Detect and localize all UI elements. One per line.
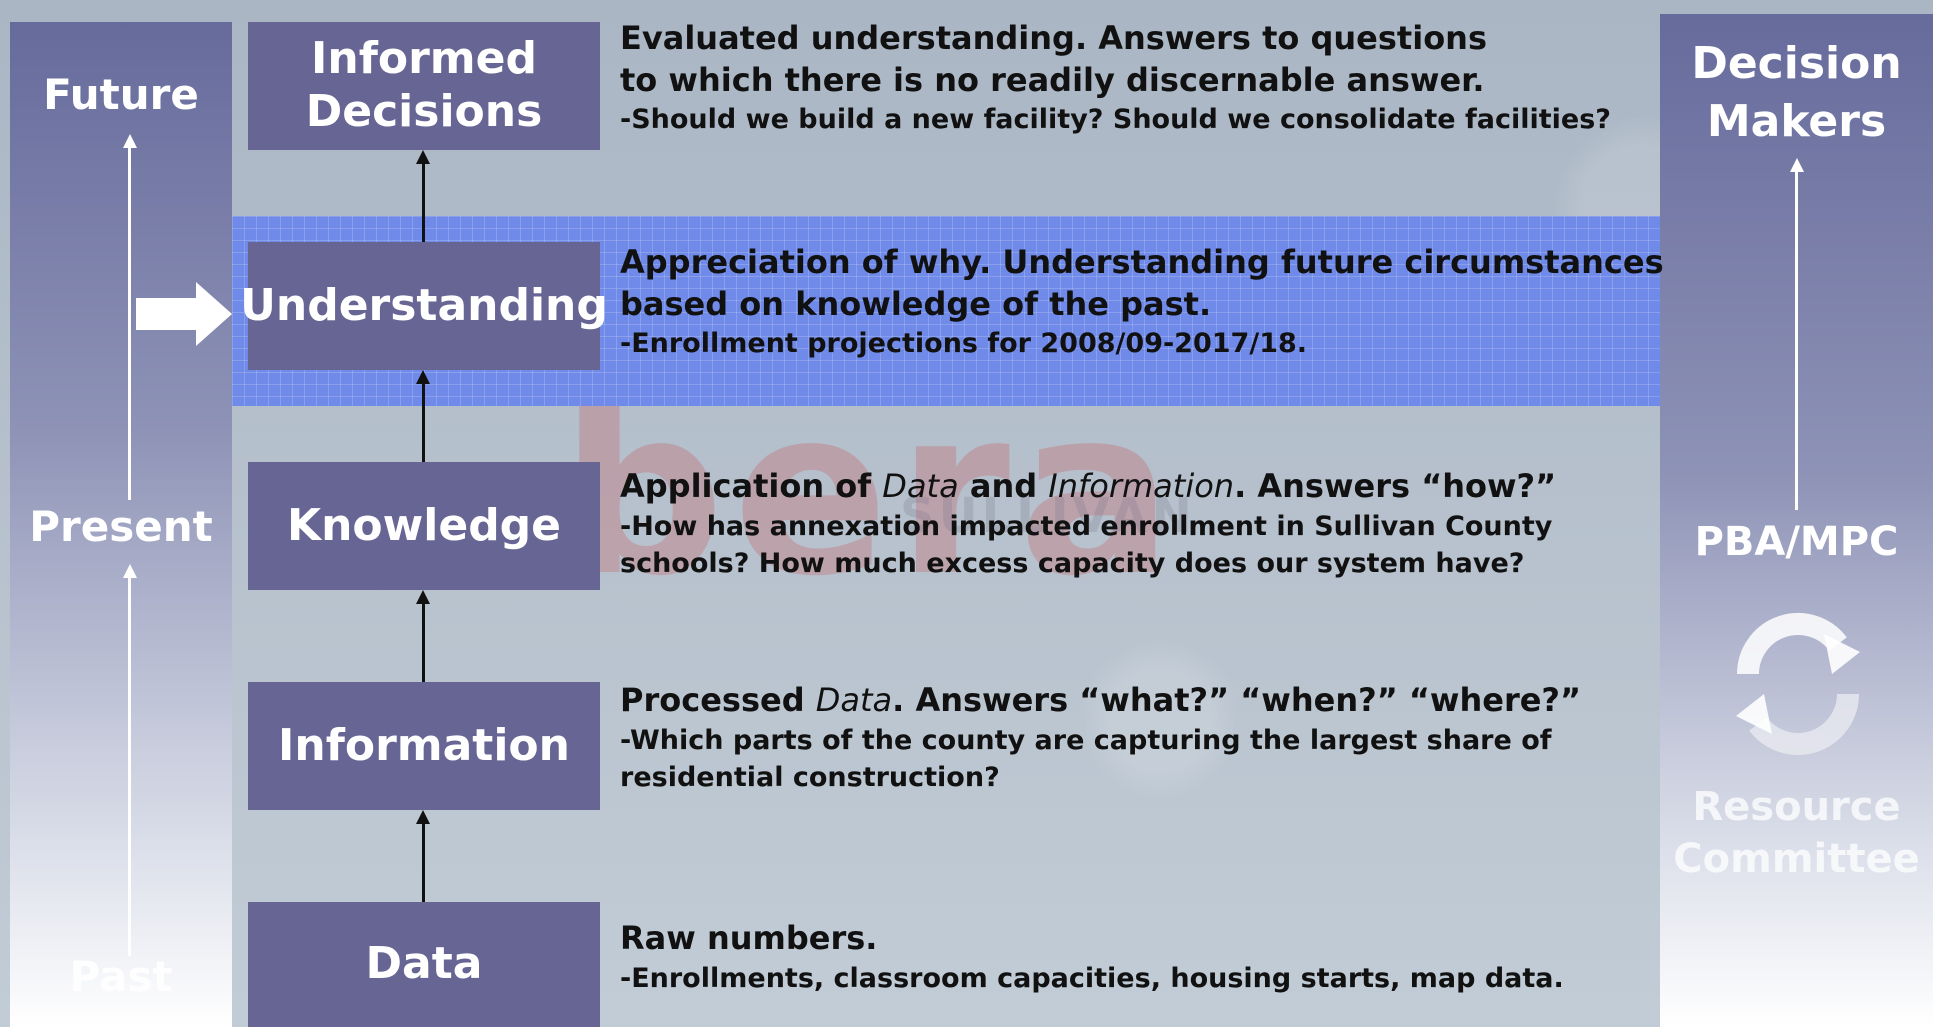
pba-mpc-label: PBA/MPC [1694, 519, 1899, 565]
level-box-information: Information [248, 682, 600, 810]
resource-committee-label-line1: Resource [1692, 784, 1901, 830]
resource-committee-label-line2: Committee [1673, 836, 1920, 882]
description-heading: Raw numbers. [620, 919, 878, 957]
connector-line-information-to-knowledge [422, 604, 425, 682]
heading-part: Application of [620, 467, 883, 505]
timeline-future-label: Future [43, 70, 199, 119]
level-box-label-line1: Informed [311, 33, 537, 85]
description-heading-line2: to which there is no readily discernable… [620, 60, 1485, 99]
description-example: -Enrollments, classroom capacities, hous… [620, 962, 1564, 994]
description-heading-line2: based on knowledge of the past. [620, 284, 1212, 323]
level-box-label: Knowledge [286, 499, 562, 551]
decision-makers-label-line1: Decision [1691, 38, 1902, 89]
heading-emphasis: Data [882, 467, 959, 505]
description-heading-line1: Evaluated understanding. Answers to ques… [620, 19, 1487, 57]
heading-part: and [958, 467, 1049, 505]
description-heading: Application of Data and Information. Ans… [620, 466, 1556, 508]
connector-line-knowledge-to-understanding [422, 384, 425, 462]
level-box-label: Information [278, 719, 570, 771]
description-example: -Should we build a new facility? Should … [620, 104, 1611, 136]
decision-makers-label-line2: Makers [1706, 96, 1887, 147]
timeline-line-upper [128, 146, 131, 500]
arrow-right-icon [136, 282, 232, 346]
description-understanding: Appreciation of why. Understanding futur… [620, 242, 1664, 363]
level-box-label: Data [365, 938, 483, 990]
level-box-label-line2: Decisions [305, 86, 543, 137]
level-box-informed-decisions: Informed Decisions [248, 22, 600, 150]
description-heading: Processed Data. Answers “what?” “when?” … [620, 680, 1581, 722]
description-knowledge: Application of Data and Information. Ans… [620, 466, 1556, 583]
level-box-data: Data [248, 902, 600, 1027]
connector-line-data-to-information [422, 824, 425, 902]
heading-emphasis: Data [815, 681, 893, 719]
connector-arrowhead [416, 150, 430, 164]
timeline-present-label: Present [29, 502, 213, 551]
heading-emphasis: Information [1048, 467, 1235, 505]
connector-line-understanding-to-informed [422, 164, 425, 242]
level-box-knowledge: Knowledge [248, 462, 600, 590]
timeline-arrowhead-upper [123, 134, 137, 148]
description-data: Raw numbers. -Enrollments, classroom cap… [620, 918, 1564, 997]
decision-makers-arrowhead [1790, 158, 1804, 172]
timeline-arrowhead-lower [123, 564, 137, 578]
connector-arrowhead [416, 810, 430, 824]
level-box-label: Understanding [240, 279, 608, 331]
decision-makers-column: Decision Makers PBA/MPC Resource Committ… [1660, 14, 1933, 1027]
description-example-line2: schools? How much excess capacity does o… [620, 548, 1525, 580]
description-example-line2: residential construction? [620, 762, 1000, 794]
decision-makers-line [1795, 170, 1798, 510]
description-information: Processed Data. Answers “what?” “when?” … [620, 680, 1581, 797]
connector-arrowhead [416, 590, 430, 604]
heading-part: Processed [620, 681, 816, 719]
timeline-past-label: Past [69, 952, 173, 1001]
heading-part: . Answers “what?” “when?” “where?” [892, 681, 1582, 719]
description-example-line1: -Which parts of the county are capturing… [620, 724, 1552, 756]
description-example: -Enrollment projections for 2008/09-2017… [620, 328, 1308, 360]
timeline-line-lower [128, 576, 131, 956]
description-heading-line1: Appreciation of why. Understanding futur… [620, 243, 1664, 281]
description-example-line1: -How has annexation impacted enrollment … [620, 510, 1553, 542]
connector-arrowhead [416, 370, 430, 384]
timeline-column: Future Present Past [10, 22, 232, 1027]
refresh-cycle-icon [1736, 613, 1860, 755]
heading-part: . Answers “how?” [1234, 467, 1557, 505]
level-box-understanding: Understanding [240, 242, 608, 370]
description-informed-decisions: Evaluated understanding. Answers to ques… [620, 18, 1611, 139]
watermark-subtext: SULLIVAN [900, 488, 1196, 544]
